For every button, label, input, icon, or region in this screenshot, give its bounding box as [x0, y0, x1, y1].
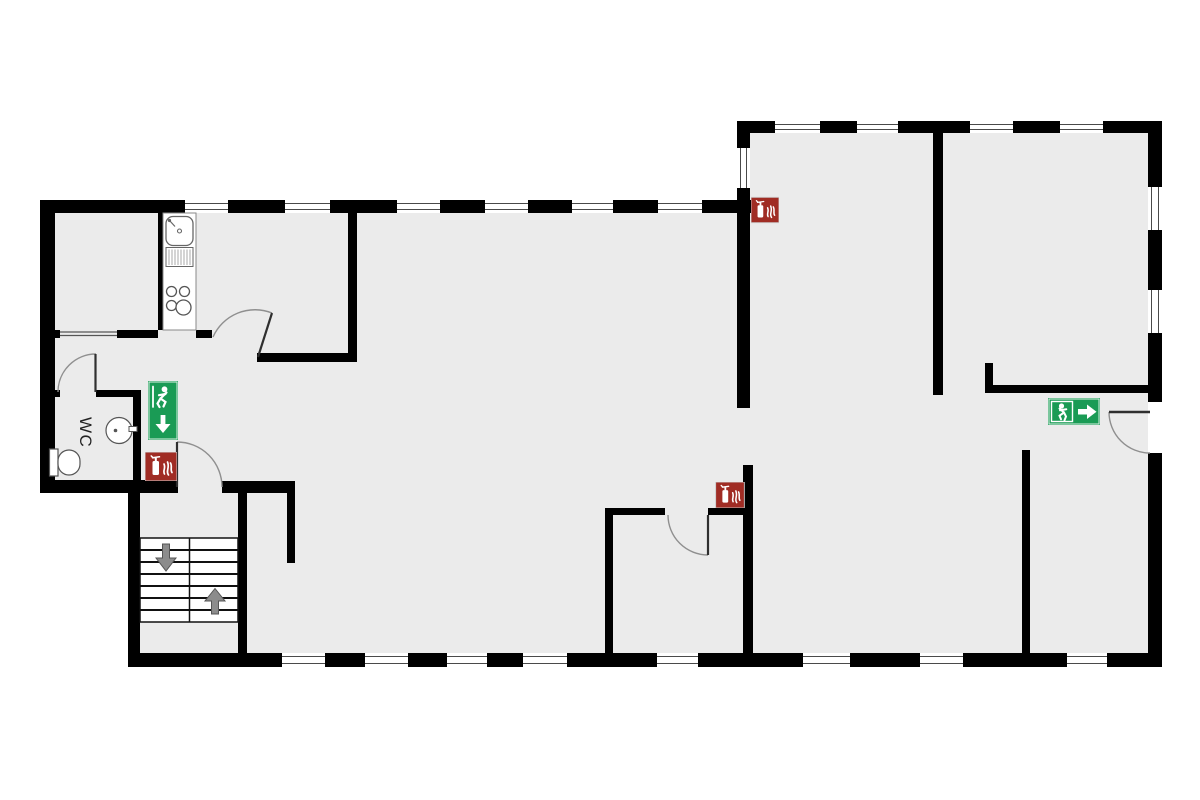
wall [698, 653, 803, 667]
window [285, 200, 330, 213]
window [657, 653, 698, 667]
wc-room-label: WC [76, 417, 95, 448]
wall [228, 200, 285, 213]
wall [820, 121, 857, 133]
wall [96, 390, 141, 397]
window [1148, 187, 1162, 230]
wall [567, 653, 657, 667]
wash-basin-icon [105, 416, 138, 445]
wall [605, 508, 665, 515]
exit-sign-right [1048, 398, 1100, 425]
running-man-icon [152, 385, 168, 409]
wall [128, 487, 140, 667]
window [737, 148, 750, 188]
wall [40, 330, 60, 338]
wall [1148, 230, 1162, 290]
window [185, 200, 228, 213]
wall [408, 653, 447, 667]
fire-extinguisher-icon [755, 200, 776, 219]
wall [287, 492, 295, 563]
exit-door-opening [1148, 402, 1162, 453]
wall [40, 200, 55, 492]
wall [737, 188, 750, 408]
wall [40, 480, 178, 493]
room-opening [60, 331, 117, 337]
wall [1148, 453, 1162, 667]
window [523, 653, 567, 667]
fire-extinguisher-sign [751, 196, 779, 224]
wall [325, 653, 365, 667]
wall [1013, 121, 1060, 133]
fire-extinguisher-sign [715, 482, 745, 508]
wall [985, 385, 1148, 393]
wall [1148, 121, 1162, 187]
wall [1107, 653, 1162, 667]
window [397, 200, 440, 213]
window [572, 200, 613, 213]
wc-door [57, 353, 97, 393]
wall [1022, 450, 1030, 653]
wall [933, 133, 943, 395]
window [658, 200, 702, 213]
wall [40, 200, 185, 213]
hallway-door [212, 309, 274, 358]
kitchen-unit [162, 212, 197, 331]
drainer-icon [165, 247, 194, 267]
wall [737, 121, 750, 148]
window [485, 200, 528, 213]
stairwell-door [175, 441, 223, 488]
exit-door-right [1108, 410, 1151, 454]
wall [850, 653, 920, 667]
wall [1148, 333, 1162, 402]
exit-sign-down [148, 381, 178, 440]
wall [985, 363, 993, 393]
window [1060, 121, 1103, 133]
stairs [139, 537, 239, 623]
wall [330, 200, 397, 213]
floor-area-right-wing [742, 126, 1155, 660]
wall [898, 121, 970, 133]
wall [963, 653, 1067, 667]
toilet-icon [48, 448, 81, 477]
stove-icon [165, 285, 192, 316]
down-arrow-icon [155, 415, 171, 433]
wall [743, 465, 753, 653]
wall [708, 508, 746, 515]
wall [257, 353, 357, 362]
right-arrow-icon [1078, 404, 1097, 419]
wall [613, 200, 658, 213]
window [1148, 290, 1162, 333]
wall [47, 390, 60, 397]
wall [440, 200, 485, 213]
middle-room-door [667, 514, 710, 556]
wall [117, 330, 158, 338]
wall [348, 213, 357, 362]
window [365, 653, 408, 667]
wall [1103, 121, 1162, 133]
wall [605, 508, 613, 653]
window [857, 121, 898, 133]
window [282, 653, 325, 667]
fire-extinguisher-icon [150, 455, 173, 476]
running-man-icon [1050, 400, 1074, 423]
window [775, 121, 820, 133]
window [447, 653, 487, 667]
kitchen-sink-icon [165, 215, 194, 247]
wall [238, 483, 247, 665]
fire-extinguisher-sign [145, 452, 177, 481]
window [920, 653, 963, 667]
window [803, 653, 850, 667]
window [1067, 653, 1107, 667]
window [970, 121, 1013, 133]
wall [528, 200, 572, 213]
stairs-down-arrow-icon [154, 543, 178, 572]
wall [487, 653, 523, 667]
wall [133, 390, 141, 483]
fire-extinguisher-icon [720, 484, 741, 504]
wall [196, 330, 212, 338]
stairs-up-arrow-icon [203, 587, 227, 615]
